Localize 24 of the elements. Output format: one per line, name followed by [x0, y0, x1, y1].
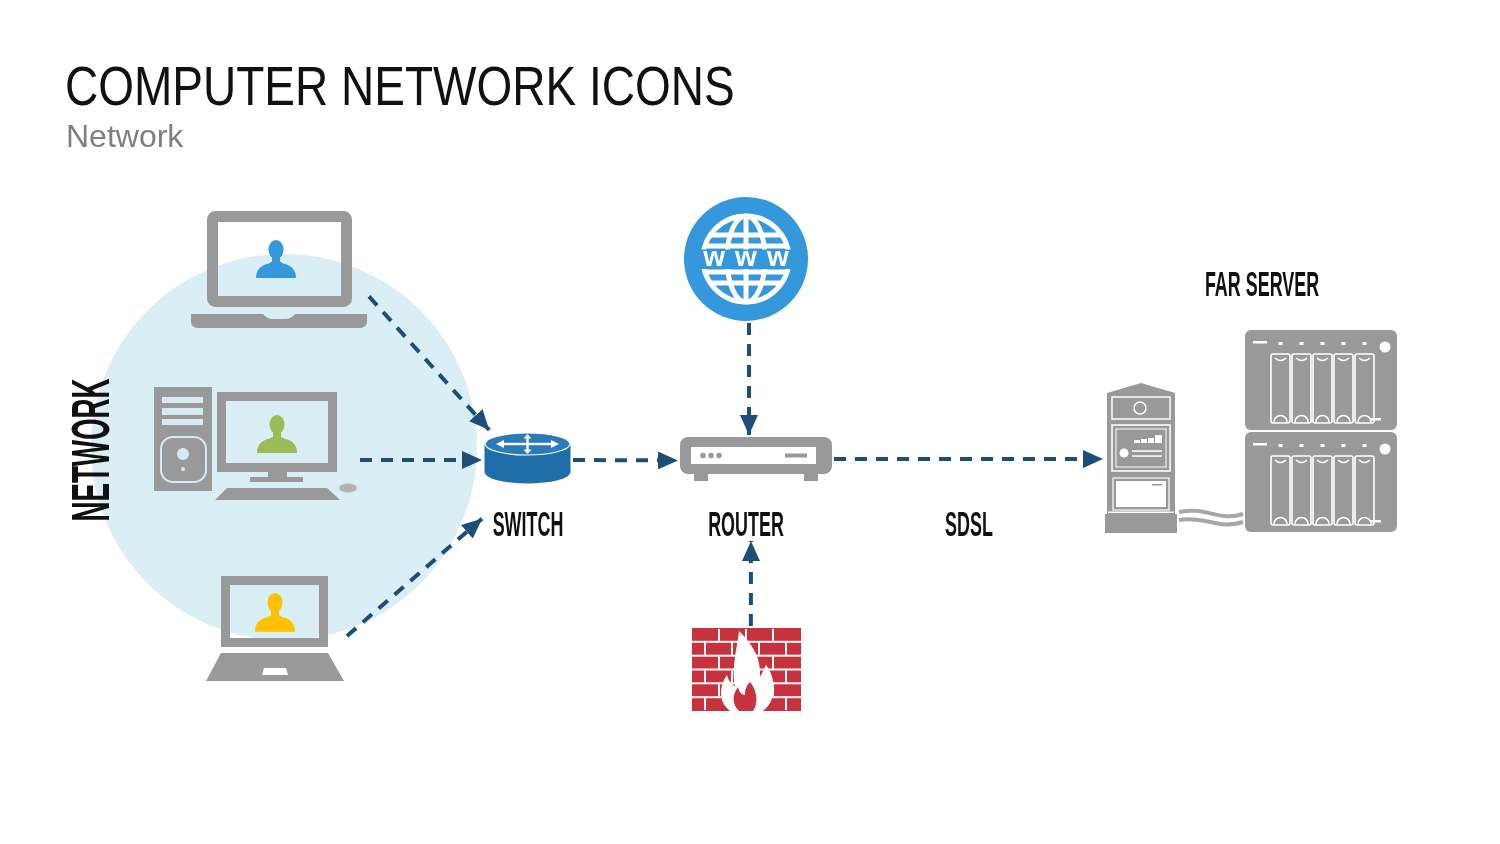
dashed-arrow — [834, 450, 1103, 469]
dashed-arrow — [360, 451, 482, 470]
dashed-arrow — [573, 451, 678, 470]
dashed-arrow — [367, 295, 491, 432]
laptop-icon — [205, 576, 345, 682]
storage-unit-icon — [1245, 330, 1397, 430]
vertical-heading: NETWORK — [69, 378, 113, 522]
server-tower-icon — [1105, 383, 1177, 533]
dashed-arrow — [345, 517, 484, 638]
group-heading: FAR SERVER — [1204, 270, 1320, 300]
device-label: ROUTER — [708, 510, 784, 540]
dashed-arrow — [741, 541, 760, 626]
cable — [1178, 517, 1244, 527]
cable — [1178, 508, 1244, 519]
globe-label: www — [703, 245, 799, 269]
desktop-computer-icon — [154, 387, 358, 500]
laptop-icon — [191, 211, 367, 328]
title: COMPUTER NETWORK ICONS — [65, 59, 735, 114]
edge-label: SDSL — [944, 510, 993, 540]
storage-unit-icon — [1245, 432, 1397, 532]
firewall-icon — [692, 628, 801, 711]
device-label: SWITCH — [492, 510, 563, 540]
subtitle: Network — [66, 120, 184, 152]
dashed-arrow — [740, 323, 758, 435]
